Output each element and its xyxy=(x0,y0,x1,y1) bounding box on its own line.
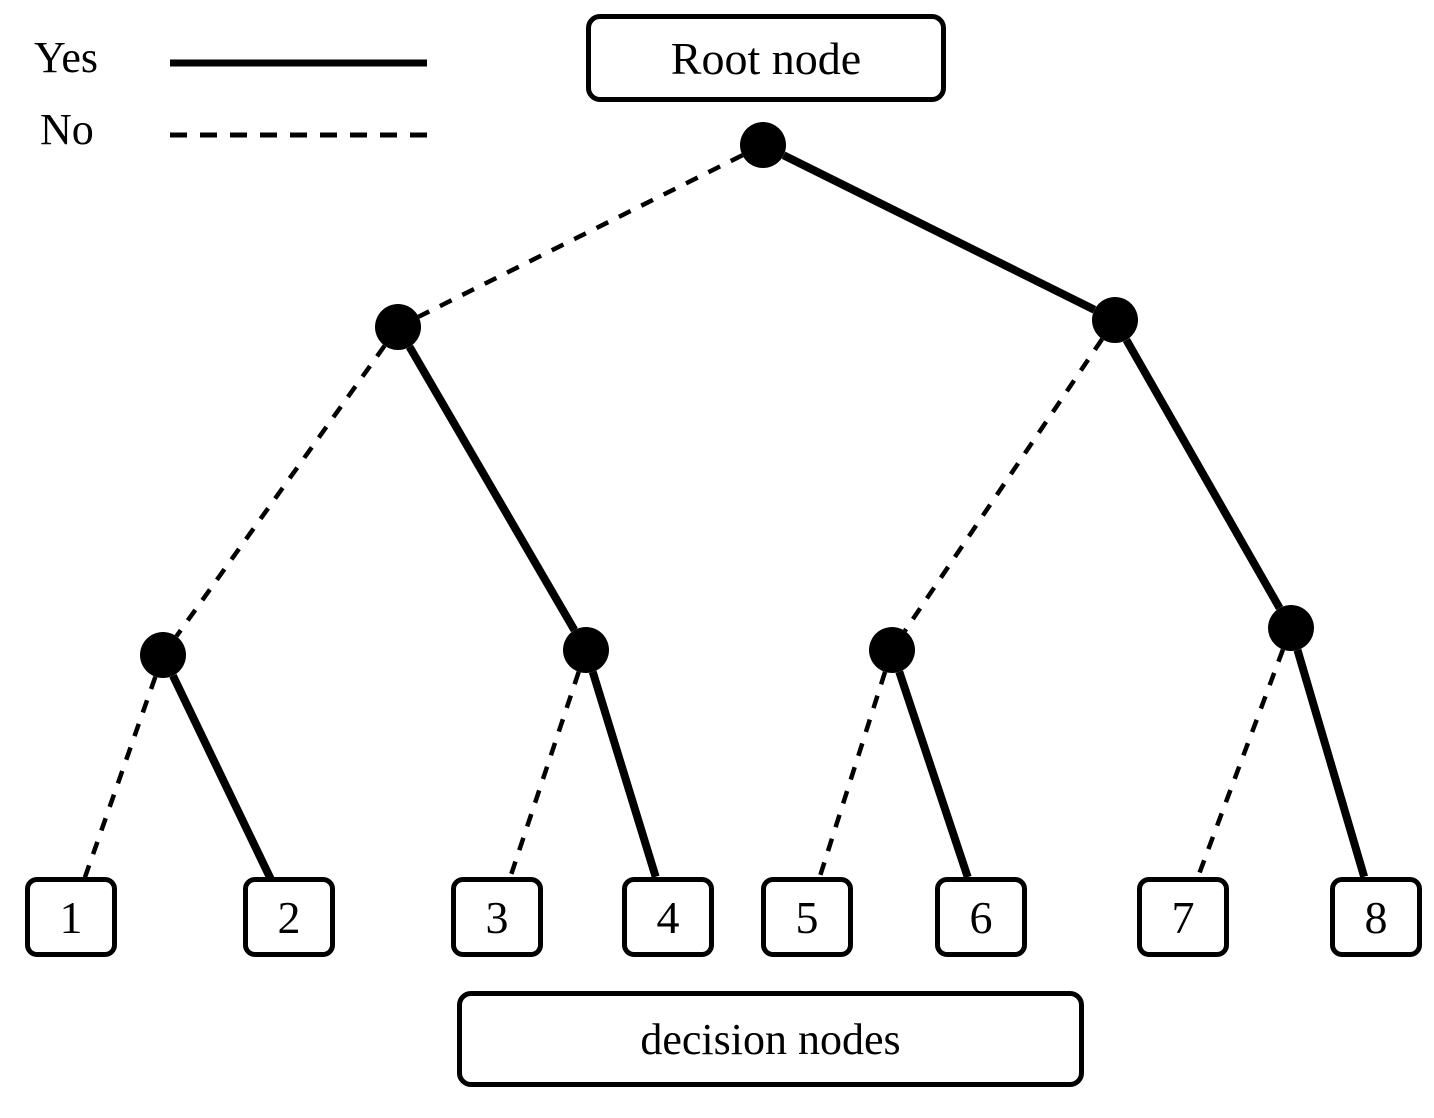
leaf-node-label: 8 xyxy=(1364,891,1388,943)
legend-yes-label: Yes xyxy=(34,33,99,82)
edge-n-l-to-n-ll-no xyxy=(174,344,387,638)
leaf-node-label: 6 xyxy=(969,891,993,943)
decision-node-n-rl[interactable] xyxy=(869,627,915,673)
decision-node-n-l[interactable] xyxy=(375,304,421,350)
nodes-layer xyxy=(140,122,1314,678)
decision-node-n-rr[interactable] xyxy=(1268,605,1314,651)
edge-n-rl-to-leaf-5-no xyxy=(817,671,888,878)
edges-layer xyxy=(82,151,1368,881)
leaf-node-5[interactable]: 5 xyxy=(761,877,853,957)
edge-n-rl-to-leaf-6-yes xyxy=(895,670,972,879)
leaf-node-8[interactable]: 8 xyxy=(1330,877,1422,957)
decision-nodes-label-text: decision nodes xyxy=(640,1014,901,1064)
edge-n-lr-to-leaf-3-no xyxy=(508,671,581,878)
edge-n-rr-to-leaf-8-yes xyxy=(1293,648,1368,878)
root-node-label-box: Root node xyxy=(586,14,946,102)
decision-node-n-lr[interactable] xyxy=(563,627,609,673)
leaf-node-label: 5 xyxy=(795,891,819,943)
root-node-label-text: Root node xyxy=(670,32,862,84)
leaf-node-6[interactable]: 6 xyxy=(935,877,1027,957)
edge-root-to-n-r-yes xyxy=(781,151,1097,314)
leaf-node-2[interactable]: 2 xyxy=(243,877,335,957)
leaf-node-label: 2 xyxy=(277,891,301,943)
decision-node-root[interactable] xyxy=(740,122,786,168)
edge-n-r-to-n-rr-yes xyxy=(1122,337,1284,611)
edge-n-ll-to-leaf-2-yes xyxy=(169,673,275,881)
legend-no-label: No xyxy=(40,105,94,154)
edge-n-rr-to-leaf-7-no xyxy=(1195,648,1286,879)
edge-n-l-to-n-lr-yes xyxy=(406,344,578,633)
edge-root-to-n-l-no xyxy=(417,153,744,319)
leaf-node-label: 7 xyxy=(1171,891,1195,943)
leaf-node-label: 3 xyxy=(485,891,509,943)
edge-n-ll-to-leaf-1-no xyxy=(82,675,158,879)
edge-n-lr-to-leaf-4-yes xyxy=(588,670,660,879)
leaf-node-1[interactable]: 1 xyxy=(25,877,117,957)
leaf-node-3[interactable]: 3 xyxy=(451,877,543,957)
leaf-node-4[interactable]: 4 xyxy=(622,877,714,957)
decision-nodes-label-box: decision nodes xyxy=(457,991,1084,1087)
leaf-node-label: 4 xyxy=(656,891,680,943)
edge-n-r-to-n-rl-no xyxy=(903,337,1104,633)
leaf-node-7[interactable]: 7 xyxy=(1137,877,1229,957)
decision-node-n-ll[interactable] xyxy=(140,632,186,678)
decision-node-n-r[interactable] xyxy=(1092,297,1138,343)
legend-lines-layer xyxy=(170,59,430,138)
leaf-node-label: 1 xyxy=(59,891,83,943)
